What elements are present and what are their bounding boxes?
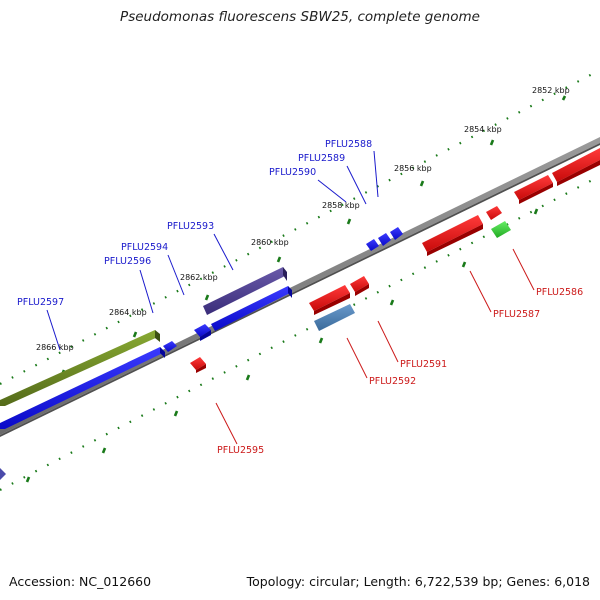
gene-right-red-2	[552, 148, 600, 186]
label-pflu2592: PFLU2592	[369, 376, 416, 387]
label-pflu2590: PFLU2590	[269, 167, 316, 178]
reverse-gene-labels: PFLU2595 PFLU2592 PFLU2591 PFLU2587 PFLU…	[217, 287, 583, 456]
label-pflu2591: PFLU2591	[400, 359, 447, 370]
scale-label-2866: 2866 kbp	[36, 343, 74, 352]
scale-label-2862: 2862 kbp	[180, 273, 218, 282]
forward-genes	[0, 227, 403, 429]
label-pflu2588: PFLU2588	[325, 139, 372, 150]
scale-label-2854: 2854 kbp	[464, 125, 502, 134]
scale-label-2864: 2864 kbp	[109, 308, 147, 317]
gene-right-red-1	[514, 175, 553, 204]
callout-lines	[46, 150, 535, 445]
gene-pflu2587-small	[486, 206, 502, 220]
forward-tick-track	[0, 69, 600, 385]
genome-summary: Topology: circular; Length: 6,722,539 bp…	[246, 574, 590, 589]
scale-label-2858: 2858 kbp	[322, 201, 360, 210]
gene-pflu2596-bar	[0, 347, 165, 429]
major-ticks-forward	[60, 95, 567, 376]
gene-pflu2587	[422, 215, 483, 256]
gene-left-stub	[0, 468, 6, 480]
gene-pflu2594	[194, 324, 211, 341]
gene-pflu2593	[203, 267, 287, 315]
gene-pflu2588	[390, 227, 403, 240]
label-pflu2589: PFLU2589	[298, 153, 345, 164]
label-pflu2595: PFLU2595	[217, 445, 264, 456]
gene-pflu2596	[163, 341, 177, 352]
major-ticks-reverse	[25, 208, 539, 483]
map-title: Pseudomonas fluorescens SBW25, complete …	[120, 9, 480, 25]
scale-label-2860: 2860 kbp	[251, 238, 289, 247]
gene-pflu2591	[350, 276, 369, 296]
scale-label-2856: 2856 kbp	[394, 164, 432, 173]
scale-labels: 2852 kbp 2854 kbp 2856 kbp 2858 kbp 2860…	[36, 86, 570, 352]
label-pflu2587: PFLU2587	[493, 309, 540, 320]
gene-pflu2592-red	[309, 285, 350, 315]
label-pflu2586: PFLU2586	[536, 287, 583, 298]
gene-pflu2590	[366, 239, 379, 251]
label-pflu2596: PFLU2596	[104, 256, 151, 267]
gene-pflu2595	[190, 357, 206, 373]
gene-pflu2592	[314, 304, 355, 331]
reverse-genes	[0, 148, 600, 480]
gene-pflu2597	[0, 330, 160, 406]
scale-label-2852: 2852 kbp	[532, 86, 570, 95]
accession-label: Accession: NC_012660	[9, 574, 152, 589]
gene-pflu2586	[491, 221, 511, 238]
label-pflu2594: PFLU2594	[121, 242, 168, 253]
gene-pflu2593-blue	[211, 286, 292, 331]
genome-backbone	[0, 137, 600, 437]
label-pflu2597: PFLU2597	[17, 297, 64, 308]
reverse-tick-track	[0, 175, 600, 491]
gene-pflu2589	[378, 233, 391, 246]
forward-gene-labels: PFLU2597 PFLU2596 PFLU2594 PFLU2593 PFLU…	[17, 139, 372, 308]
label-pflu2593: PFLU2593	[167, 221, 214, 232]
